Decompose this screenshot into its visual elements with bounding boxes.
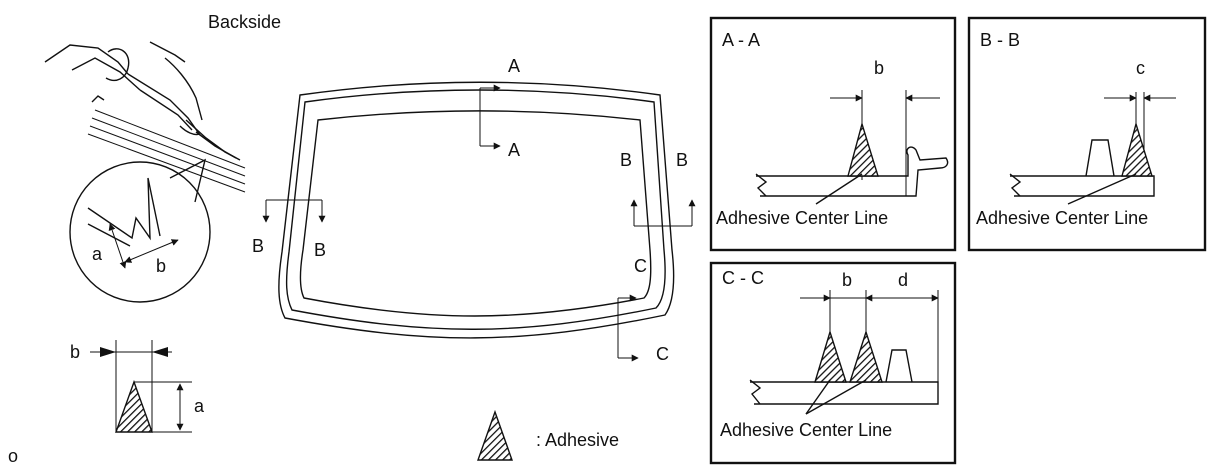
magnified-detail-circle (69, 161, 211, 303)
figure-code: o (8, 446, 18, 466)
adhesive-legend-icon (477, 409, 513, 461)
mark-c-bottom: C (656, 344, 669, 364)
dim-b-line (124, 239, 179, 263)
section-cc-dim2-label: d (898, 270, 908, 290)
bead-base-line (87, 223, 131, 247)
detail-b-label: b (156, 256, 166, 276)
section-marker-b-right: B B (620, 150, 696, 227)
bead-profile-detail: b a o (8, 340, 205, 466)
section-cc-panel: C - C b d Adhesive Center Line (709, 261, 957, 465)
section-bb-panel: B - B c Adhesive Center Line (967, 16, 1207, 252)
section-aa-caption: Adhesive Center Line (716, 208, 888, 228)
mark-a-top: A (508, 56, 520, 76)
legend-text: : Adhesive (536, 430, 619, 450)
windshield-outline (278, 81, 675, 339)
section-aa-bead-icon (847, 121, 879, 177)
section-marker-b-left: B B (252, 199, 326, 260)
dim-a-line (108, 223, 127, 269)
section-aa-panel: A - A b Adhesive Center Line (709, 16, 957, 252)
section-marker-a: A A (479, 56, 520, 160)
section-cc-bead2-icon (849, 329, 883, 383)
mark-a-bottom: A (508, 140, 520, 160)
section-bb-bead-icon (1121, 121, 1153, 177)
section-aa-title: A - A (722, 30, 760, 50)
mark-b-right-2: B (676, 150, 688, 170)
backside-label: Backside (208, 12, 281, 32)
mark-b-left-1: B (252, 236, 264, 256)
section-bb-caption: Adhesive Center Line (976, 208, 1148, 228)
section-cc-dim1-label: b (842, 270, 852, 290)
section-marker-c: C C (617, 256, 669, 364)
mark-b-left-2: B (314, 240, 326, 260)
section-cc-title: C - C (722, 268, 764, 288)
glass-edge-lines (87, 109, 246, 193)
bead-triangle-icon (115, 379, 153, 433)
applicator-illustration: Backside a (44, 12, 281, 303)
section-cc-bead1-icon (814, 329, 847, 383)
callout-connector (169, 158, 207, 203)
adhesive-legend: : Adhesive (477, 409, 619, 461)
profile-a-label: a (194, 396, 205, 416)
mark-c-top: C (634, 256, 647, 276)
section-bb-title: B - B (980, 30, 1020, 50)
section-bb-dim-label: c (1136, 58, 1145, 78)
section-cc-caption: Adhesive Center Line (720, 420, 892, 440)
profile-b-label: b (70, 342, 80, 362)
hand-with-nozzle-icon (44, 41, 241, 161)
section-aa-dim-label: b (874, 58, 884, 78)
mark-b-right-1: B (620, 150, 632, 170)
detail-a-label: a (92, 244, 103, 264)
